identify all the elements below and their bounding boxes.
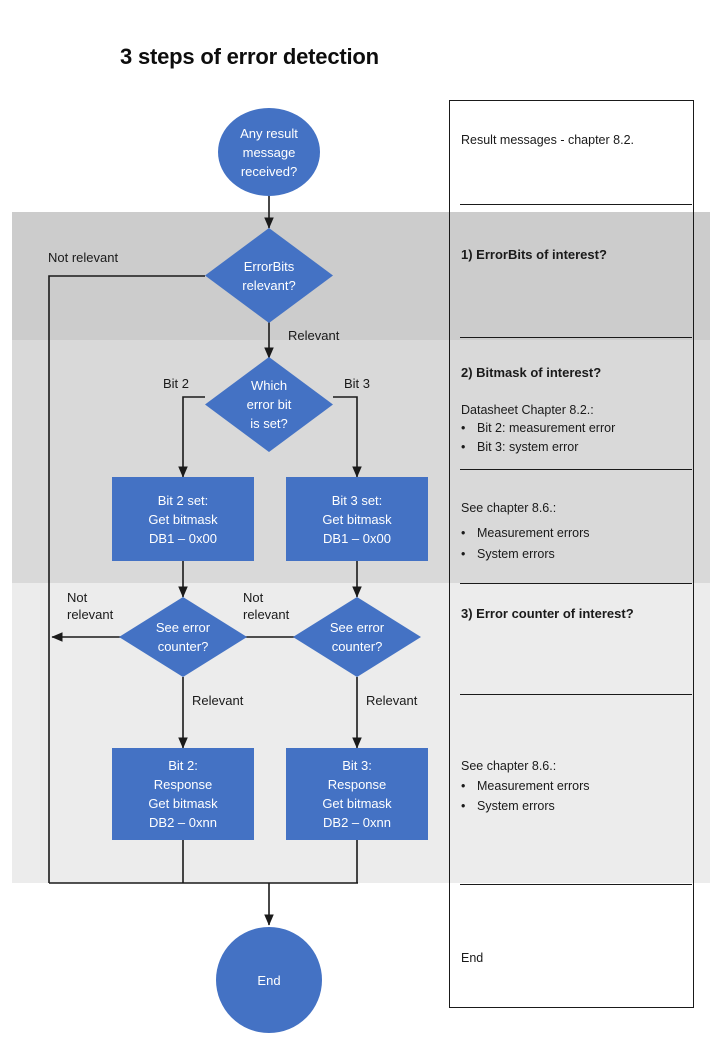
node-bit2-set-line-3: DB1 – 0x00 (149, 530, 217, 546)
node-bit2-resp-line-1: Bit 2: (168, 758, 198, 773)
panel-divider-6 (460, 884, 692, 885)
panel-bullet-step-2-1: Bit 2: measurement error (461, 421, 615, 435)
node-counter-left-line-1: See error (155, 620, 211, 635)
node-decision-which-bit-label: Which error bit is set? (205, 357, 333, 452)
panel-divider-5 (460, 694, 692, 695)
panel-heading-step-3: 3) Error counter of interest? (461, 606, 634, 621)
node-bit3-resp-line-4: DB2 – 0xnn (323, 815, 391, 830)
panel-bullet-step-3-chapter-1: Measurement errors (461, 779, 589, 793)
node-counter-right-line-2: counter? (331, 639, 383, 654)
node-bit3-resp-line-1: Bit 3: (342, 758, 372, 773)
edge-label-counter-left-not-relevant: Not relevant (67, 590, 114, 622)
panel-bullet-step-2-2: Bit 3: system error (461, 440, 578, 454)
node-start-line-1: Any result (240, 125, 298, 141)
node-errorbits-line-2: relevant? (242, 277, 296, 293)
edge-label-errorbits-relevant: Relevant (288, 328, 340, 343)
panel-divider-3 (460, 469, 692, 470)
node-bit3-set-line-1: Bit 3 set: (331, 492, 383, 508)
node-errorbits-line-1: ErrorBits (243, 258, 295, 274)
node-box-bit3-response: Bit 3: Response Get bitmask DB2 – 0xnn (286, 748, 428, 840)
node-counter-left-line-2: counter? (157, 639, 209, 654)
panel-divider-1 (460, 204, 692, 205)
node-box-bit2-response: Bit 2: Response Get bitmask DB2 – 0xnn (112, 748, 254, 840)
node-counter-right-line-1: See error (329, 620, 385, 635)
node-decision-counter-left-label: See error counter? (119, 597, 247, 677)
panel-heading-step-2: 2) Bitmask of interest? (461, 365, 602, 380)
panel-divider-2 (460, 337, 692, 338)
node-bit2-resp-line-4: DB2 – 0xnn (149, 815, 217, 830)
node-decision-which-bit: Which error bit is set? (205, 357, 333, 452)
node-decision-counter-right: See error counter? (293, 597, 421, 677)
panel-heading-result-messages: Result messages - chapter 8.2. (461, 133, 634, 147)
node-bit2-set-line-1: Bit 2 set: (157, 492, 209, 508)
node-which-bit-line-2: error bit (246, 397, 292, 412)
node-bit3-resp-line-3: Get bitmask (322, 796, 392, 811)
panel-sub-step-2: Datasheet Chapter 8.2.: (461, 403, 594, 417)
edge-label-bit3: Bit 3 (344, 376, 371, 391)
node-decision-counter-left: See error counter? (119, 597, 247, 677)
node-which-bit-line-3: is set? (250, 416, 288, 431)
node-end: End (216, 927, 322, 1033)
panel-heading-step-1: 1) ErrorBits of interest? (461, 247, 607, 262)
page-title: 3 steps of error detection (120, 44, 379, 69)
node-start-line-3: received? (240, 163, 298, 179)
node-bit2-set-line-2: Get bitmask (148, 511, 218, 527)
panel-bullet-step-2-chapter-2: System errors (461, 547, 555, 561)
panel-bullet-step-3-chapter-2: System errors (461, 799, 555, 813)
node-bit3-set-line-2: Get bitmask (322, 511, 392, 527)
edge-label-counter-right-relevant: Relevant (366, 693, 418, 708)
edge-label-errorbits-not-relevant: Not relevant (48, 250, 119, 265)
edge-label-counter-right-not-relevant: Not relevant (243, 590, 290, 622)
node-decision-errorbits: ErrorBits relevant? (205, 228, 333, 323)
node-start-line-2: message (242, 144, 296, 160)
panel-heading-end: End (461, 951, 484, 965)
panel-divider-4 (460, 583, 692, 584)
panel-sub-step-2-chapter: See chapter 8.6.: (461, 501, 557, 515)
node-bit3-resp-line-2: Response (327, 777, 387, 792)
node-decision-errorbits-label: ErrorBits relevant? (205, 228, 333, 323)
node-start: Any result message received? (218, 108, 320, 196)
node-box-bit2-set: Bit 2 set: Get bitmask DB1 – 0x00 (112, 477, 254, 561)
edge-label-counter-left-relevant: Relevant (192, 693, 244, 708)
panel-sub-step-3-chapter: See chapter 8.6.: (461, 759, 557, 773)
node-bit2-resp-line-2: Response (153, 777, 213, 792)
reference-panel (449, 100, 694, 1008)
node-end-label: End (257, 972, 281, 988)
node-decision-counter-right-label: See error counter? (293, 597, 421, 677)
node-which-bit-line-1: Which (250, 378, 288, 393)
node-bit3-set-line-3: DB1 – 0x00 (323, 530, 391, 546)
panel-bullet-step-2-chapter-1: Measurement errors (461, 526, 589, 540)
node-box-bit3-set: Bit 3 set: Get bitmask DB1 – 0x00 (286, 477, 428, 561)
node-bit2-resp-line-3: Get bitmask (148, 796, 218, 811)
edge-label-bit2: Bit 2 (163, 376, 190, 391)
